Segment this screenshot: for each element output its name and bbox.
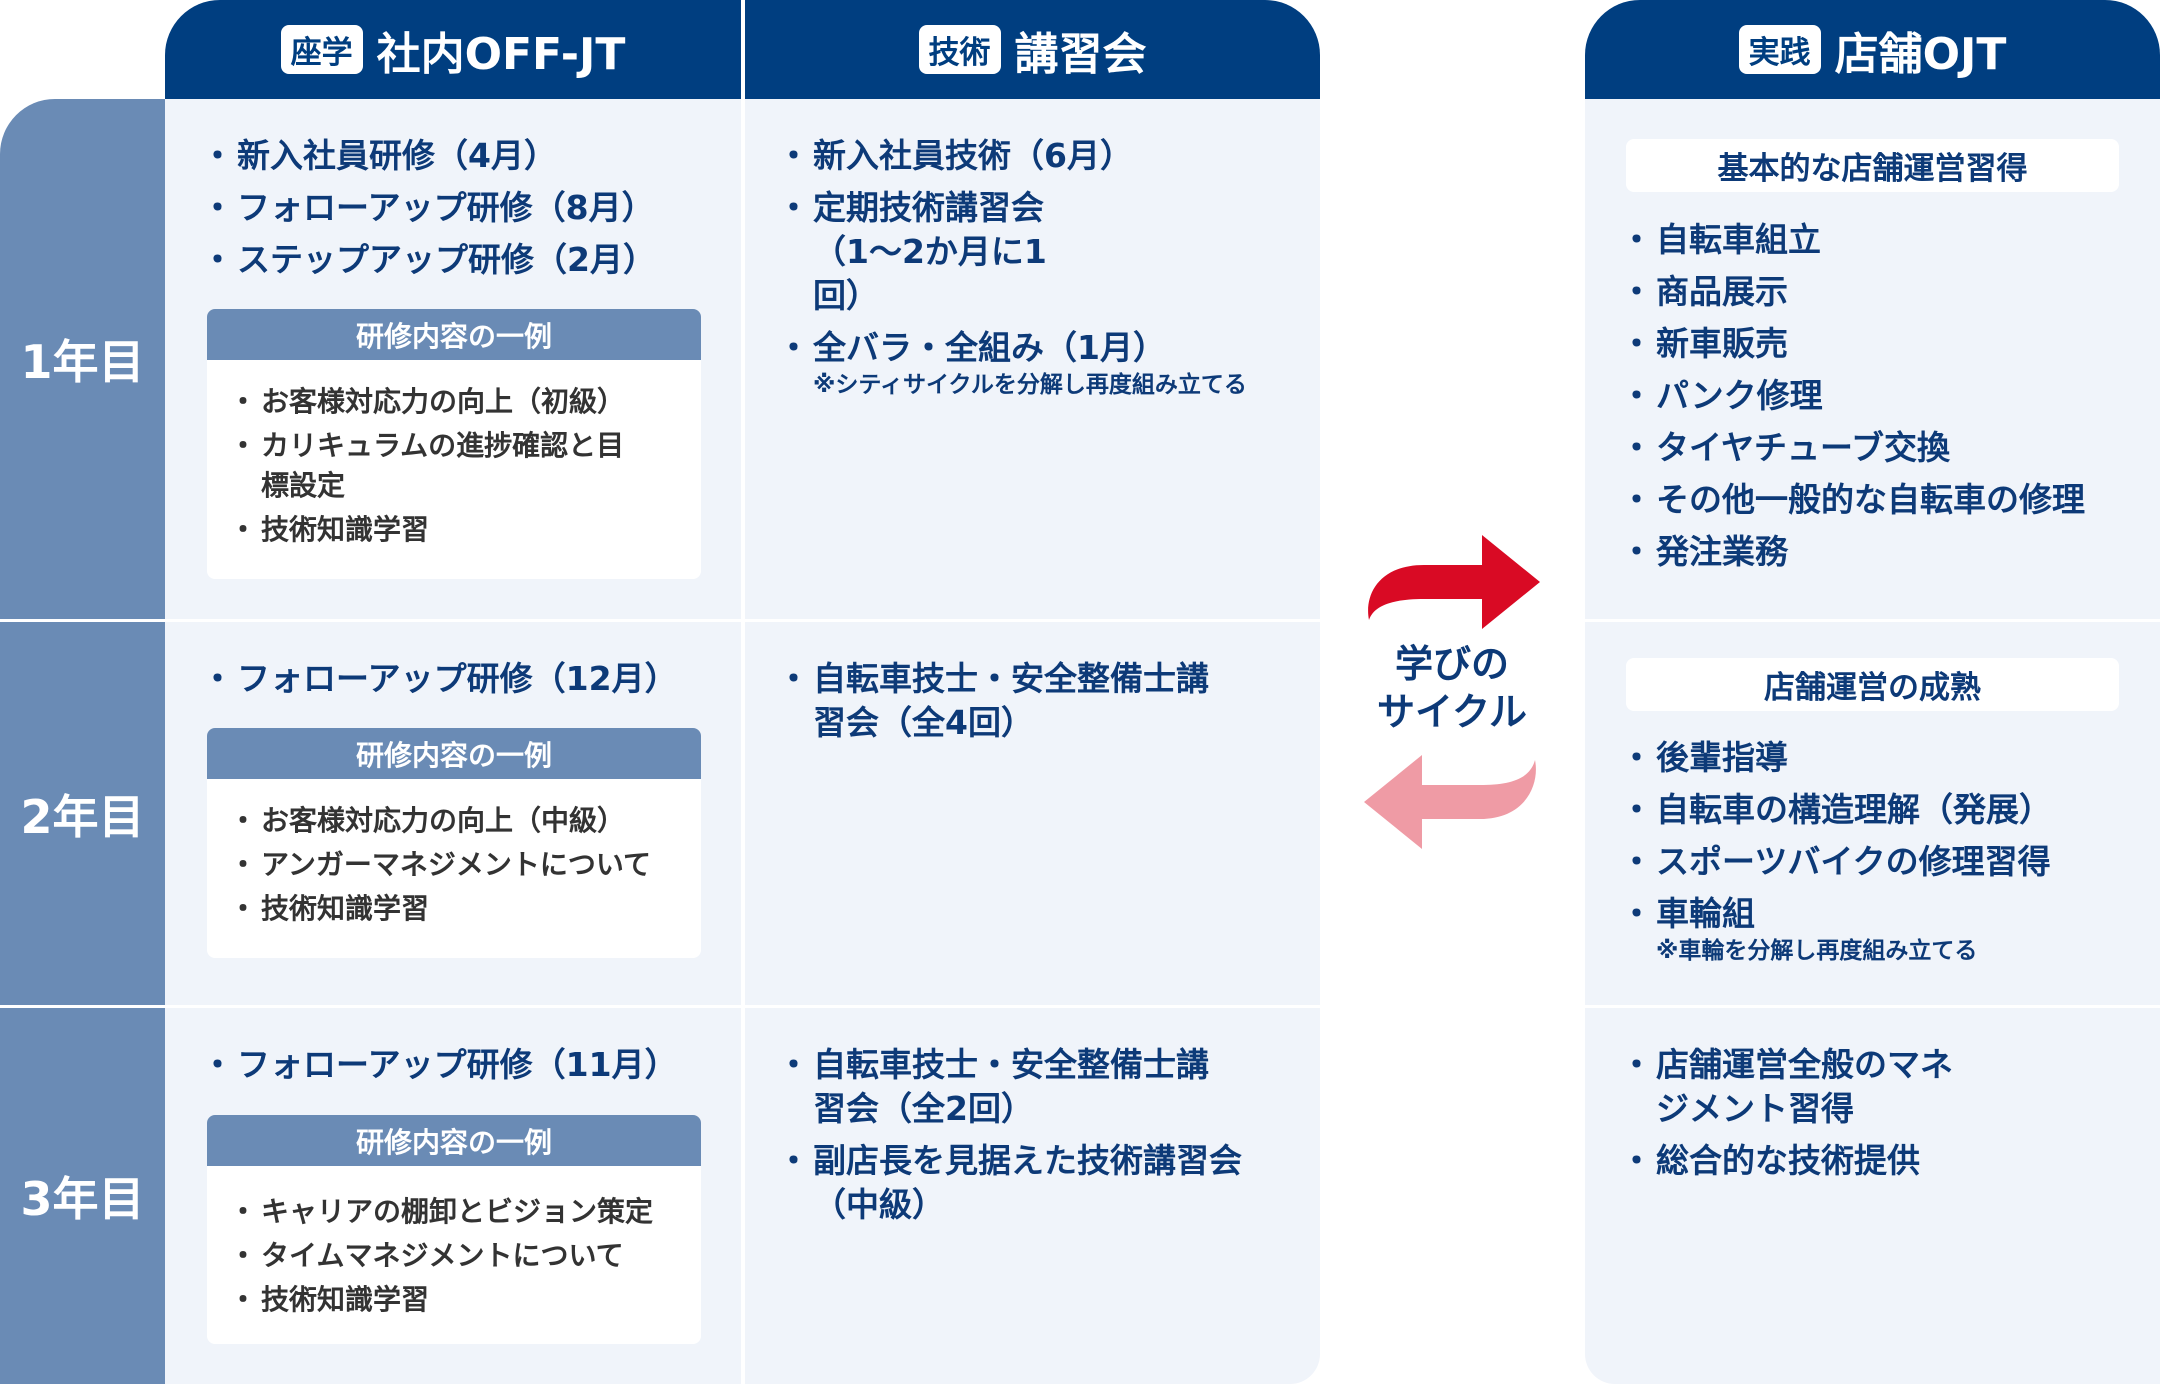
list-item: カリキュラムの進捗確認と目標設定 bbox=[229, 426, 647, 506]
list-item: フォローアップ研修（8月） bbox=[201, 186, 656, 230]
example-box-title: 研修内容の一例 bbox=[207, 309, 701, 360]
list-item: 店舗運営全般のマネジメント習得 bbox=[1620, 1043, 1956, 1131]
list-item: フォローアップ研修（12月） bbox=[201, 657, 678, 701]
header-tag: 座学 bbox=[280, 25, 363, 74]
offjt-list-1: 新入社員研修（4月） フォローアップ研修（8月） ステップアップ研修（2月） bbox=[201, 134, 656, 290]
header-tag: 技術 bbox=[918, 25, 1001, 74]
ojt-list-3: 店舗運営全般のマネジメント習得 総合的な技術提供 bbox=[1620, 1043, 1956, 1191]
note: ※車輪を分解し再度組み立てる bbox=[1656, 938, 1978, 964]
list-item-text: 車輪組 bbox=[1656, 894, 1755, 933]
header-seminar: 技術講習会 bbox=[745, 0, 1320, 99]
cycle-line1: 学びの bbox=[1394, 642, 1509, 686]
list-item: 商品展示 bbox=[1620, 270, 2085, 314]
offjt-list-3: フォローアップ研修（11月） bbox=[201, 1043, 678, 1095]
list-item: 新車販売 bbox=[1620, 322, 2085, 366]
seminar-list-2: 自転車技士・安全整備士講習会（全4回） bbox=[777, 657, 1213, 753]
list-item: 技術知識学習 bbox=[229, 510, 647, 550]
ojt-section-title: 店舗運営の成熟 bbox=[1626, 658, 2119, 711]
offjt-list-2: フォローアップ研修（12月） bbox=[201, 657, 678, 709]
list-item: 発注業務 bbox=[1620, 530, 2085, 574]
list-item: タイムマネジメントについて bbox=[229, 1236, 701, 1276]
list-item: 新入社員研修（4月） bbox=[201, 134, 656, 178]
list-item: お客様対応力の向上（中級） bbox=[229, 801, 701, 841]
year-label: 3年目 bbox=[20, 1172, 145, 1226]
header-offjt: 座学社内OFF-JT bbox=[165, 0, 741, 99]
example-box-1: 研修内容の一例 お客様対応力の向上（初級） カリキュラムの進捗確認と目標設定 技… bbox=[207, 309, 701, 579]
list-item: 自転車技士・安全整備士講習会（全4回） bbox=[777, 657, 1213, 745]
list-item: スポーツバイクの修理習得 bbox=[1620, 840, 2052, 884]
year-1: 1年目 bbox=[0, 99, 165, 619]
list-item: その他一般的な自転車の修理 bbox=[1620, 478, 2085, 522]
ojt-list-2: 後輩指導 自転車の構造理解（発展） スポーツバイクの修理習得 車輪組 ※車輪を分解… bbox=[1620, 736, 2052, 974]
note: ※シティサイクルを分解し再度組み立てる bbox=[813, 372, 1247, 398]
list-item: 技術知識学習 bbox=[229, 889, 701, 929]
list-item: 後輩指導 bbox=[1620, 736, 2052, 780]
list-item: フォローアップ研修（11月） bbox=[201, 1043, 678, 1087]
list-item: ステップアップ研修（2月） bbox=[201, 238, 656, 282]
list-item: 自転車の構造理解（発展） bbox=[1620, 788, 2052, 832]
list-item: パンク修理 bbox=[1620, 374, 2085, 418]
list-item: お客様対応力の向上（初級） bbox=[229, 382, 647, 422]
list-item: 車輪組 ※車輪を分解し再度組み立てる bbox=[1620, 892, 2052, 966]
seminar-list-1: 新入社員技術（6月） 定期技術講習会（1〜2か月に1回） 全バラ・全組み（1月）… bbox=[777, 134, 1247, 408]
header-ojt: 実践店舗OJT bbox=[1585, 0, 2160, 99]
header-title: 社内OFF-JT bbox=[376, 28, 626, 80]
arrow-forward-icon bbox=[1368, 535, 1540, 629]
list-item: 定期技術講習会（1〜2か月に1回） bbox=[777, 186, 1083, 318]
list-item: 副店長を見据えた技術講習会（中級） bbox=[777, 1139, 1263, 1227]
header-title: 店舗OJT bbox=[1834, 28, 2007, 80]
list-item: 新入社員技術（6月） bbox=[777, 134, 1183, 178]
arrow-back-icon bbox=[1364, 755, 1536, 849]
learning-cycle-label: 学びの サイクル bbox=[1364, 640, 1540, 736]
list-item: タイヤチューブ交換 bbox=[1620, 426, 2085, 470]
example-box-title: 研修内容の一例 bbox=[207, 1115, 701, 1166]
cycle-line2: サイクル bbox=[1376, 690, 1528, 734]
year-label: 1年目 bbox=[20, 335, 145, 389]
list-item: アンガーマネジメントについて bbox=[229, 845, 701, 885]
header-tag: 実践 bbox=[1738, 25, 1821, 74]
list-item: 総合的な技術提供 bbox=[1620, 1139, 1956, 1183]
year-label: 2年目 bbox=[20, 789, 145, 844]
ojt-section-title: 基本的な店舗運営習得 bbox=[1626, 139, 2119, 192]
list-item-text: 全バラ・全組み（1月） bbox=[813, 328, 1166, 367]
header-title: 講習会 bbox=[1014, 28, 1147, 80]
ojt-list-1: 自転車組立 商品展示 新車販売 パンク修理 タイヤチューブ交換 その他一般的な自… bbox=[1620, 218, 2085, 582]
example-box-title: 研修内容の一例 bbox=[207, 728, 701, 779]
list-item: 自転車技士・安全整備士講習会（全2回） bbox=[777, 1043, 1213, 1131]
list-item: キャリアの棚卸とビジョン策定 bbox=[229, 1192, 701, 1232]
list-item: 自転車組立 bbox=[1620, 218, 2085, 262]
year-2: 2年目 bbox=[0, 622, 165, 1005]
seminar-list-3: 自転車技士・安全整備士講習会（全2回） 副店長を見据えた技術講習会（中級） bbox=[777, 1043, 1263, 1235]
example-box-2: 研修内容の一例 お客様対応力の向上（中級） アンガーマネジメントについて 技術知… bbox=[207, 728, 701, 958]
example-box-3: 研修内容の一例 キャリアの棚卸とビジョン策定 タイムマネジメントについて 技術知… bbox=[207, 1115, 701, 1344]
year-3: 3年目 bbox=[0, 1008, 165, 1384]
list-item: 全バラ・全組み（1月） ※シティサイクルを分解し再度組み立てる bbox=[777, 326, 1303, 400]
list-item: 技術知識学習 bbox=[229, 1280, 701, 1320]
